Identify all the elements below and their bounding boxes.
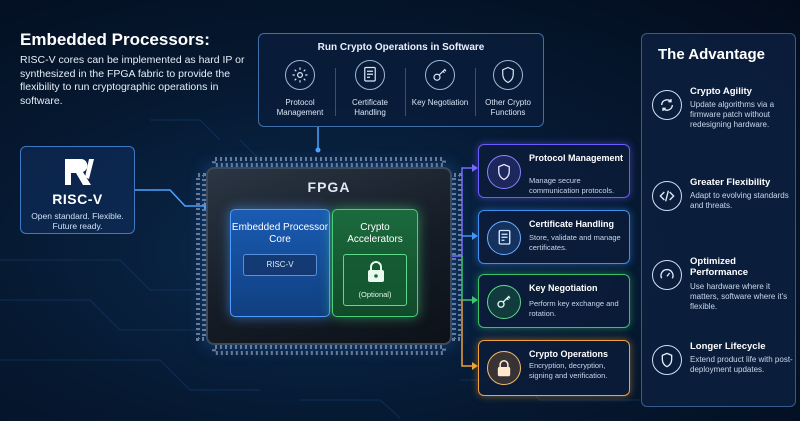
fpga-chip: FPGA Embedded Processor Core RISC-V Cryp… [206,167,452,345]
module-desc: Store, validate and manage certificates. [529,233,621,252]
riscv-tagline: Open standard. Flexible. Future ready. [31,211,124,231]
divider [335,68,336,116]
module-title: Key Negotiation [529,283,598,293]
advantage-panel: The Advantage Crypto Agility Update algo… [641,33,796,407]
key-icon [487,285,521,319]
shield-icon [493,60,523,90]
intro-body: RISC-V cores can be implemented as hard … [20,54,245,107]
riscv-card: RISC-V Open standard. Flexible. Future r… [20,146,135,234]
advantage-item-desc: Adapt to evolving standards and threats. [690,191,789,210]
module-desc: Manage secure communication protocols. [529,176,615,195]
software-panel: Run Crypto Operations in Software Protoc… [258,33,544,127]
module-desc: Encryption, decryption, signing and veri… [529,361,608,380]
module-card-certificate: Certificate Handling Store, validate and… [478,210,630,264]
riscv-logo-text: RISC-V [52,191,103,207]
riscv-logo-icon [65,159,94,185]
lock-icon [487,351,521,385]
key-icon [425,60,455,90]
advantage-item-title: Greater Flexibility [690,177,771,188]
intro-title: Embedded Processors: [20,30,210,49]
software-item-key: Key Negotiation [409,60,471,108]
software-item-protocol: Protocol Management [269,60,331,118]
module-title: Protocol Management [529,153,624,163]
processor-core-block: Embedded Processor Core RISC-V [230,209,330,317]
software-item-certificate: Certificate Handling [339,60,401,118]
shield-icon [487,155,521,189]
software-item-label: Certificate Handling [351,98,388,117]
certificate-icon [355,60,385,90]
refresh-icon [652,90,682,120]
shield-icon [652,345,682,375]
advantage-item-desc: Use hardware where it matters, software … [690,282,788,311]
divider [475,68,476,116]
module-title: Certificate Handling [529,219,615,229]
advantage-item-title: Crypto Agility [690,86,752,97]
advantage-item-desc: Extend product life with post-deployment… [690,355,793,374]
module-card-protocol: Protocol Management Manage secure commun… [478,144,630,198]
advantage-title: The Advantage [658,46,765,63]
core-title: Embedded Processor Core [231,222,329,245]
advantage-item-title: Optimized Performance [690,256,749,278]
software-item-label: Other Crypto Functions [485,98,531,117]
software-item-label: Key Negotiation [411,98,469,107]
software-item-label: Protocol Management [276,98,324,117]
module-card-crypto: Crypto Operations Encryption, decryption… [478,340,630,396]
accelerators-title: Crypto Accelerators [347,222,403,245]
gear-icon [285,60,315,90]
accelerators-note: (Optional) [358,290,392,299]
module-desc: Perform key exchange and rotation. [529,299,619,318]
chip-title: FPGA [307,179,351,195]
lock-icon [368,261,384,282]
accelerator-inner: (Optional) [343,254,407,306]
advantage-item-title: Longer Lifecycle [690,341,766,352]
core-sub-label: RISC-V [243,254,317,276]
code-icon [652,181,682,211]
gauge-icon [652,260,682,290]
divider [405,68,406,116]
crypto-accelerators-block: Crypto Accelerators (Optional) [332,209,418,317]
advantage-item-desc: Update algorithms via a firmware patch w… [690,100,775,129]
software-panel-title: Run Crypto Operations in Software [317,42,485,53]
intro-block: Embedded Processors: RISC-V cores can be… [20,30,250,108]
module-card-key: Key Negotiation Perform key exchange and… [478,274,630,328]
module-title: Crypto Operations [529,349,609,359]
certificate-icon [487,221,521,255]
software-item-other: Other Crypto Functions [477,60,539,118]
